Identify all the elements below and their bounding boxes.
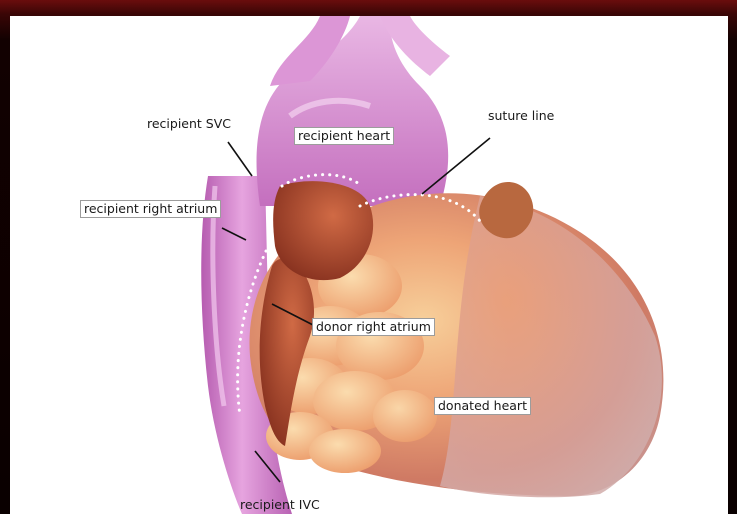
- heart-transplant-illustration: [10, 16, 728, 514]
- label-recipient-heart: recipient heart: [294, 127, 394, 145]
- label-recipient-svc: recipient SVC: [147, 116, 231, 132]
- diagram-panel: recipient SVC recipient heart suture lin…: [10, 16, 728, 514]
- recipient-aorta: [257, 16, 450, 206]
- label-donated-heart: donated heart: [434, 397, 531, 415]
- label-suture-line: suture line: [488, 108, 554, 124]
- label-recipient-right-atrium: recipient right atrium: [80, 200, 221, 218]
- label-donor-right-atrium: donor right atrium: [312, 318, 435, 336]
- label-recipient-ivc: recipient IVC: [240, 497, 320, 513]
